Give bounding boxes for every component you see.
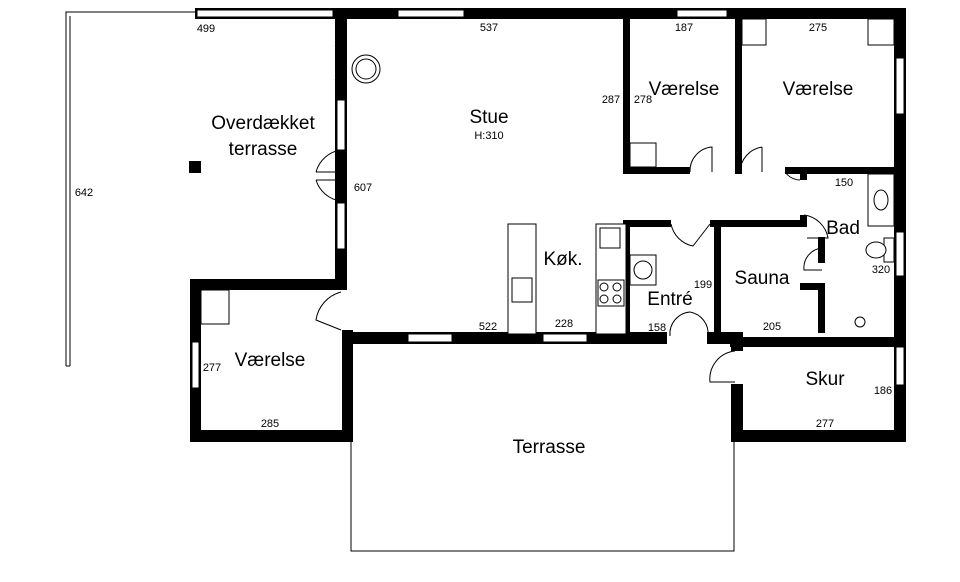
dim-522: 522	[479, 321, 497, 333]
dim-320: 320	[872, 264, 890, 276]
dim-607: 607	[354, 182, 372, 194]
dim-275: 275	[809, 22, 827, 34]
terrace-outline	[350, 440, 735, 552]
room-skur: Skur	[805, 369, 845, 390]
room-vaerelse-1: Værelse	[649, 79, 720, 100]
dim-199: 199	[694, 279, 712, 291]
room-bad: Bad	[826, 218, 860, 239]
room-entre: Entré	[647, 289, 692, 310]
dim-277b: 277	[816, 418, 834, 430]
room-vaerelse-3: Værelse	[235, 350, 306, 371]
room-overdaekket-line2: terrasse	[229, 139, 298, 160]
room-stue: Stue	[469, 107, 508, 128]
dim-277a: 277	[203, 362, 221, 374]
dim-285: 285	[261, 418, 279, 430]
dim-287: 287	[602, 94, 620, 106]
shower-drain-icon	[854, 316, 866, 328]
post-icon	[189, 161, 201, 173]
dim-150: 150	[835, 177, 853, 189]
fixtures	[189, 18, 895, 335]
dimension-labels: 499 537 187 275 287 278 642 607 150 320 …	[75, 22, 892, 430]
covered-terrace-outline	[65, 11, 195, 367]
sink-icon	[511, 277, 533, 303]
room-sauna: Sauna	[735, 268, 790, 289]
dim-187: 187	[675, 22, 693, 34]
room-labels: Overdækket terrasse Stue H:310 Værelse V…	[211, 79, 860, 458]
room-terrasse: Terrasse	[513, 437, 586, 458]
dim-186: 186	[874, 385, 892, 397]
room-vaerelse-2: Værelse	[783, 79, 854, 100]
walls	[190, 8, 906, 442]
dim-158: 158	[648, 322, 666, 334]
room-overdaekket-line1: Overdækket	[211, 113, 315, 134]
dim-205: 205	[763, 321, 781, 333]
dim-228: 228	[555, 318, 573, 330]
dim-642: 642	[75, 187, 93, 199]
room-stue-height: H:310	[474, 130, 503, 142]
dim-278: 278	[634, 94, 652, 106]
dim-537: 537	[480, 22, 498, 34]
doors	[315, 44, 829, 383]
hood-icon	[599, 227, 621, 249]
dim-499: 499	[197, 23, 215, 35]
room-koekken: Køk.	[543, 249, 582, 270]
windows	[191, 9, 905, 389]
